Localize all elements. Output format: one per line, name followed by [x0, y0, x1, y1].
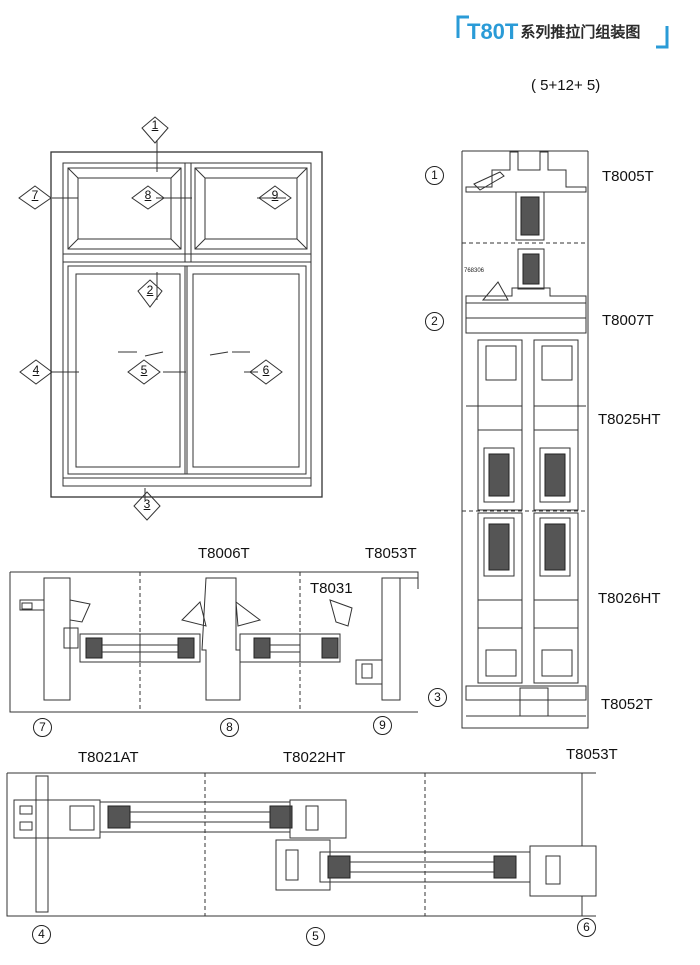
part-label-T8026HT: T8026HT [598, 590, 661, 607]
title-bracket [456, 15, 669, 49]
section-tag-4: 4 [32, 363, 40, 377]
part-label-T8052T: T8052T [601, 696, 653, 713]
section-number-1: 1 [425, 166, 444, 185]
section-tag-1: 1 [151, 118, 159, 132]
section-number-8: 8 [220, 718, 239, 737]
part-label-T8025HT: T8025HT [598, 411, 661, 428]
section-tag-7: 7 [31, 188, 39, 202]
section-number-4: 4 [32, 925, 51, 944]
section-tag-2: 2 [146, 283, 154, 297]
title-text: 系列推拉门组装图 [520, 24, 641, 41]
section-tag-6: 6 [262, 363, 270, 377]
section-markers [18, 116, 292, 521]
small-part-tag: 768306 [464, 268, 485, 274]
bottom-section [6, 772, 597, 917]
section-number-3: 3 [428, 688, 447, 707]
section-number-2: 2 [425, 312, 444, 331]
part-label-T8021AT: T8021AT [78, 749, 139, 766]
part-label-T8007T: T8007T [602, 312, 654, 329]
section-number-6: 6 [577, 918, 596, 937]
glass-spec: ( 5+12+ 5) [531, 77, 601, 94]
part-label-T8053T-bottom: T8053T [566, 746, 618, 763]
part-label-T8022HT: T8022HT [283, 749, 346, 766]
title-code: T80T [467, 19, 519, 44]
part-label-T8006T: T8006T [198, 545, 250, 562]
elevation-view [50, 140, 323, 500]
section-tag-9: 9 [271, 188, 279, 202]
part-label-T8005T: T8005T [602, 168, 654, 185]
section-tag-5: 5 [140, 363, 148, 377]
section-tag-8: 8 [144, 188, 152, 202]
vertical-section [461, 150, 589, 729]
section-number-7: 7 [33, 718, 52, 737]
section-number-5: 5 [306, 927, 325, 946]
section-tag-3: 3 [143, 497, 151, 511]
part-label-T8031: T8031 [310, 580, 353, 597]
part-label-T8053T-mid: T8053T [365, 545, 417, 562]
section-number-9: 9 [373, 716, 392, 735]
mid-section [9, 571, 419, 713]
